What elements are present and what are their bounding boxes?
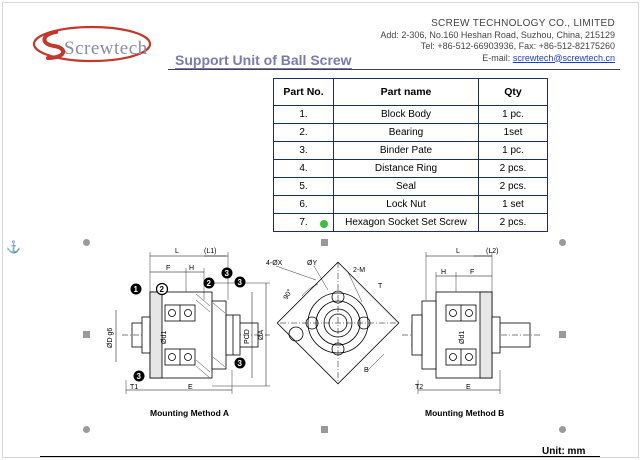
- mounting-method-b-label: Mounting Method B: [425, 408, 505, 418]
- unit-label: Unit: mm: [542, 446, 586, 457]
- table-row: 3. Binder Pate 1 pc.: [273, 141, 548, 160]
- resize-handle-ne[interactable]: [559, 239, 566, 246]
- dim-E: E: [188, 384, 193, 391]
- dim-b-H: H: [441, 269, 446, 276]
- dim-A: ØA: [258, 330, 265, 340]
- mounting-method-a-label: Mounting Method A: [150, 408, 229, 418]
- table-row: 7. Hexagon Socket Set Screw 2 pcs.: [273, 213, 548, 232]
- dim-Y: ØY: [307, 260, 317, 267]
- dim-B: B: [364, 367, 369, 374]
- screwtech-logo: [32, 25, 152, 63]
- svg-text:3: 3: [238, 278, 243, 287]
- company-name: SCREW TECHNOLOGY CO., LIMITED: [431, 18, 615, 29]
- anchor-icon[interactable]: ⚓: [6, 240, 21, 254]
- svg-text:3: 3: [225, 269, 230, 278]
- resize-handle-nw[interactable]: [83, 239, 90, 246]
- mounting-b-view: [402, 252, 540, 394]
- table-header-row: Part No. Part name Qty: [273, 78, 548, 106]
- header-qty: Qty: [478, 78, 548, 106]
- company-email-line: E-mail: screwtech@screwtech.cn: [380, 53, 615, 65]
- company-phone-fax: Tel: +86-512-66903936, Fax: +86-512-8217…: [420, 41, 615, 51]
- resize-handle-se[interactable]: [559, 426, 566, 433]
- table-row: 6. Lock Nut 1 set: [273, 195, 548, 214]
- resize-handle-e[interactable]: [559, 331, 566, 338]
- dim-L1: (L1): [204, 248, 216, 255]
- logo-text: Screwtech: [64, 38, 148, 59]
- title-rule: [168, 69, 620, 70]
- dim-F: F: [166, 265, 170, 272]
- company-address: Add: 2-306, No.160 Heshan Road, Suzhou, …: [380, 29, 615, 40]
- front-view: [275, 261, 400, 385]
- rotate-handle[interactable]: [320, 220, 328, 228]
- dim-b-T2: T2: [415, 384, 423, 391]
- dim-L: L: [175, 248, 179, 255]
- dim-b-E: E: [466, 384, 471, 391]
- table-row: 1. Block Body 1 pc.: [273, 105, 548, 124]
- svg-text:1: 1: [134, 285, 139, 294]
- dim-T: T: [378, 283, 383, 290]
- resize-handle-s[interactable]: [321, 426, 328, 433]
- resize-handle-sw[interactable]: [83, 426, 90, 433]
- dim-D: ØD g6: [107, 328, 114, 348]
- dim-b-d1: Ød1: [459, 331, 466, 344]
- document-title: Support Unit of Ball Screw: [175, 52, 352, 69]
- dim-b-L: L: [456, 248, 460, 255]
- dim-H: H: [189, 265, 194, 272]
- dim-M: 2-M: [353, 267, 365, 274]
- dim-holes: 4-ØX: [266, 260, 283, 267]
- svg-text:3: 3: [238, 359, 243, 368]
- svg-text:2: 2: [207, 279, 212, 288]
- mounting-a-view: [115, 252, 270, 394]
- qty-cell[interactable]: 2 pcs.: [478, 213, 548, 232]
- resize-handle-w[interactable]: [83, 331, 90, 338]
- balloon-group-a: 1 2 2 3 3 3 3: [130, 267, 246, 382]
- email-label: E-mail:: [482, 52, 511, 63]
- footer-rule: [40, 456, 600, 457]
- parts-table[interactable]: Part No. Part name Qty 1. Block Body 1 p…: [273, 78, 548, 232]
- dim-P: 90°: [282, 288, 294, 301]
- svg-text:3: 3: [137, 372, 142, 381]
- svg-text:2: 2: [160, 285, 165, 294]
- dim-d1: Ød1: [161, 331, 168, 344]
- company-info: SCREW TECHNOLOGY CO., LIMITED Add: 2-306…: [380, 18, 615, 64]
- dim-PCD: PCD: [244, 329, 251, 344]
- resize-handle-n[interactable]: [321, 239, 328, 246]
- dim-b-L2: (L2): [486, 248, 498, 255]
- dim-T1: T1: [130, 384, 138, 391]
- table-row: 4. Distance Ring 2 pcs.: [273, 159, 548, 178]
- email-link[interactable]: screwtech@screwtech.cn: [512, 52, 615, 63]
- dim-b-F: F: [470, 269, 474, 276]
- part-name-cell[interactable]: Hexagon Socket Set Screw: [333, 213, 479, 232]
